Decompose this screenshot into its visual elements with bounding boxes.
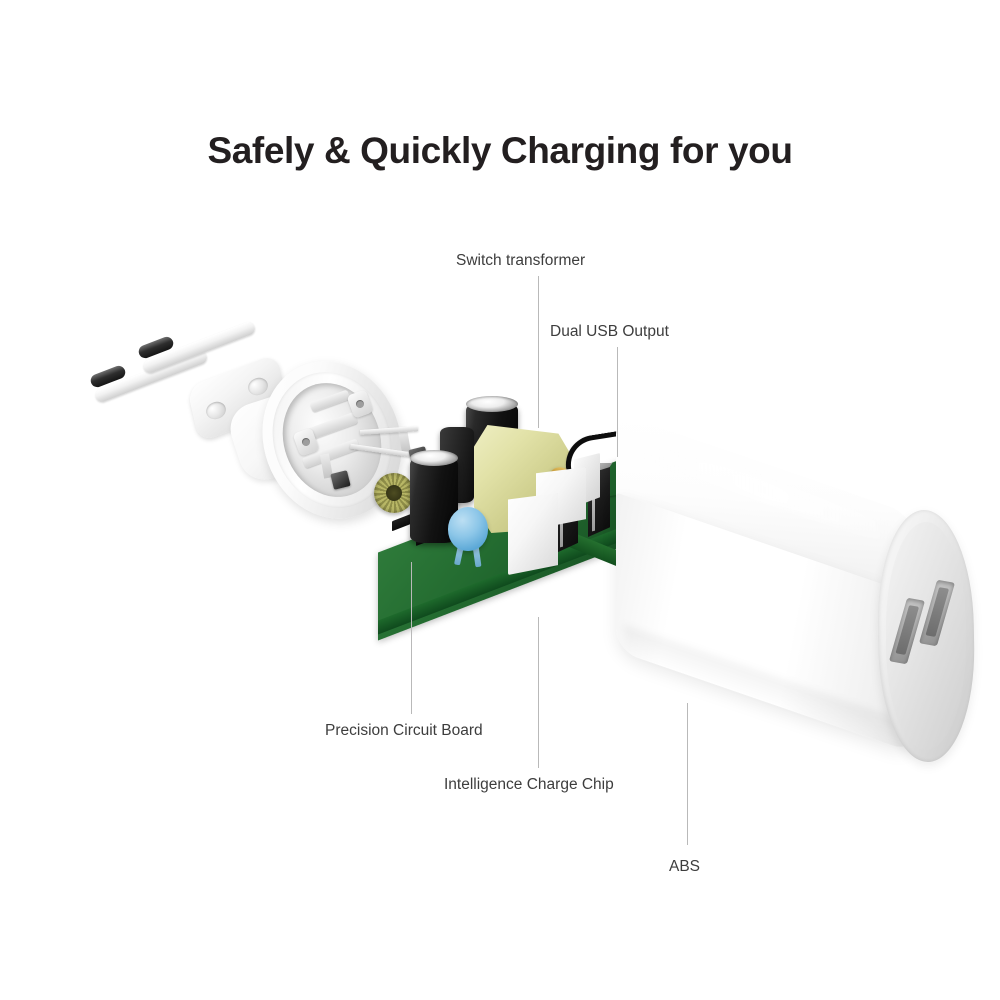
precision-circuit-board-assembly [370,385,660,641]
leader-line-intelligence-charge-chip [538,617,540,768]
abs-housing [610,412,980,778]
intelligence-charge-chip-disc [448,507,488,551]
page-title: Safely & Quickly Charging for you [207,130,793,171]
connector-block-front [508,493,558,575]
callout-label-precision-circuit-board: Precision Circuit Board [325,722,483,739]
callout-label-intelligence-charge-chip: Intelligence Charge Chip [444,776,614,793]
eu-plug-assembly [78,320,429,539]
leader-line-precision-circuit-board [411,562,413,714]
electrolytic-capacitor-front [410,450,458,543]
callout-label-abs: ABS [669,858,701,875]
callout-label-dual-usb-output: Dual USB Output [550,323,669,340]
leader-line-switch-transformer [538,276,540,428]
toroidal-inductor [374,473,414,513]
leader-line-dual-usb-output [617,347,619,457]
leader-line-abs [687,703,689,845]
callout-label-switch-transformer: Switch transformer [456,252,586,269]
